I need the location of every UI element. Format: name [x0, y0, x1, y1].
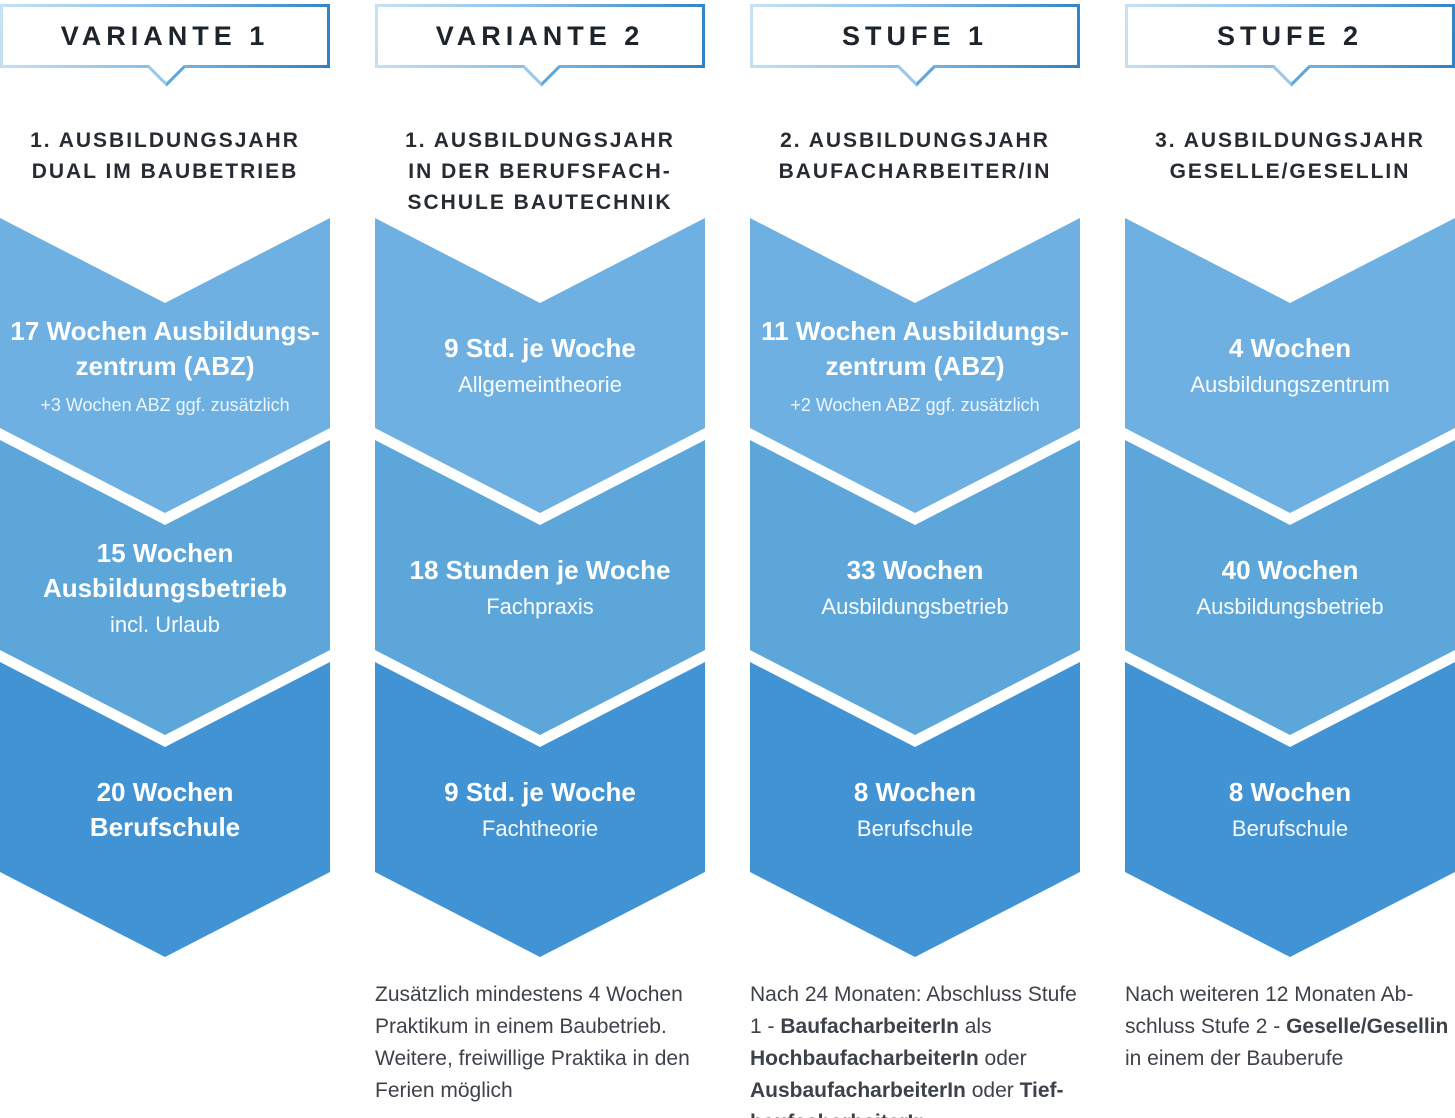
column-stufe-1: STUFE 1 2. AUSBILDUNGSJAHR BAUFACHARBEIT…	[750, 4, 1080, 1118]
column-stufe-2: STUFE 2 3. AUSBILDUNGSJAHR GESELLE/GESEL…	[1125, 4, 1455, 1118]
chevron-main-text: 11 Wochen Ausbildungs- zentrum (ABZ)	[761, 316, 1069, 381]
chevron-note-text: +2 Wochen ABZ ggf. zusätzlich	[790, 395, 1040, 415]
chevron-main-text: 17 Wochen Ausbildungs- zentrum (ABZ)	[10, 316, 320, 381]
chevron-sub-text: Fachpraxis	[486, 594, 594, 619]
column-heading: 2. AUSBILDUNGSJAHR BAUFACHARBEITER/IN	[778, 129, 1052, 183]
column-heading: 3. AUSBILDUNGSJAHR GESELLE/GESELLIN	[1155, 129, 1425, 183]
badge-label: STUFE 2	[1216, 20, 1364, 51]
column-variante-2: VARIANTE 2 1. AUSBILDUNGSJAHR IN DER BER…	[375, 4, 705, 1118]
footnote-praktikum: Zusätzlich mindestens 4 Wochen Praktikum…	[375, 983, 690, 1102]
chevron-sub-text: Berufschule	[856, 816, 974, 841]
chevron-sub-text: Allgemeintheorie	[458, 372, 622, 397]
footnote-abschluss-stufe-2: Nach weiteren 12 Monaten Ab-schluss Stuf…	[1125, 983, 1449, 1070]
chevron-sub-text: Ausbildungszentrum	[1190, 372, 1390, 397]
chevron-sub-text: Berufschule	[1231, 816, 1349, 841]
chevron-main-text: 40 Wochen	[1221, 555, 1359, 585]
chevron-main-text: 4 Wochen	[1228, 333, 1352, 363]
chevron-sub-text: Ausbildungsbetrieb	[1196, 594, 1384, 619]
badge-label: STUFE 1	[841, 20, 989, 51]
chevron-sub-text: Fachtheorie	[481, 816, 599, 841]
chevron-main-text: 9 Std. je Woche	[444, 333, 636, 363]
footnote-abschluss-stufe-1: Nach 24 Monaten: Abschluss Stufe 1 - Bau…	[750, 983, 1077, 1118]
chevron-main-text: 15 Wochen Ausbildungsbetrieb	[42, 537, 288, 603]
chevron-main-text: 20 Wochen Berufschule	[89, 776, 241, 842]
badge-variante-1: VARIANTE 1	[0, 4, 330, 68]
chevron-main-text: 8 Wochen	[1228, 777, 1352, 807]
column-heading: 1. AUSBILDUNGSJAHR IN DER BERUFSFACH- SC…	[405, 129, 675, 214]
badge-stufe-1: STUFE 1	[750, 4, 1080, 68]
chevron-main-text: 18 Stunden je Woche	[409, 555, 671, 585]
chevron-main-text: 9 Std. je Woche	[444, 777, 636, 807]
chevron-note-text: +3 Wochen ABZ ggf. zusätzlich	[40, 395, 290, 415]
badge-label: VARIANTE 1	[60, 20, 270, 51]
chevron-sub-text: incl. Urlaub	[109, 611, 221, 637]
badge-label: VARIANTE 2	[435, 20, 645, 51]
chevron-sub-text: Ausbildungsbetrieb	[821, 594, 1009, 619]
badge-stufe-2: STUFE 2	[1125, 4, 1455, 68]
chevron-main-text: 33 Wochen	[846, 555, 984, 585]
badge-variante-2: VARIANTE 2	[375, 4, 705, 68]
column-heading: 1. AUSBILDUNGSJAHR DUAL IM BAUBETRIEB	[30, 129, 300, 183]
chevron-main-text: 8 Wochen	[853, 777, 977, 807]
column-variante-1: VARIANTE 1 1. AUSBILDUNGSJAHR DUAL IM BA…	[0, 4, 330, 1118]
